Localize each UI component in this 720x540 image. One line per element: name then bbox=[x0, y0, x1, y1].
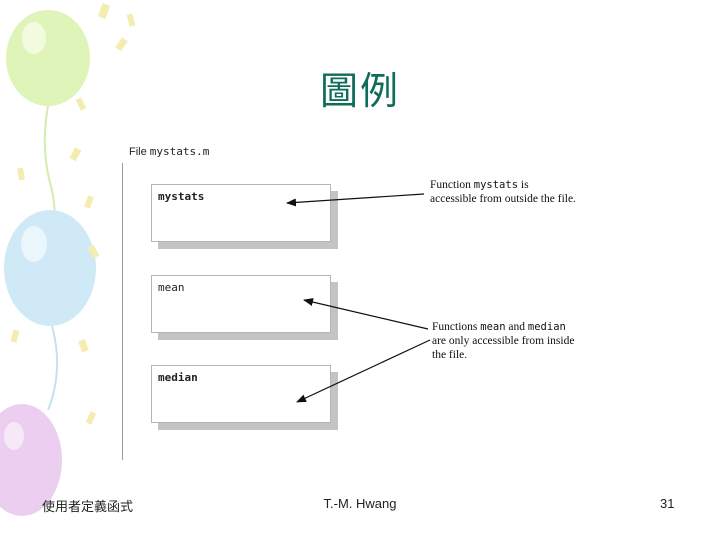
note-text: Function bbox=[430, 179, 474, 191]
footer-author: T.-M. Hwang bbox=[323, 496, 397, 511]
arrow-mean bbox=[303, 298, 429, 330]
file-boundary-line bbox=[122, 163, 123, 460]
file-name: mystats.m bbox=[149, 145, 210, 158]
note-code: median bbox=[527, 321, 566, 333]
file-label: File mystats.m bbox=[129, 145, 209, 158]
arrow-median bbox=[296, 339, 431, 403]
function-name: mystats bbox=[158, 190, 205, 203]
function-box-mystats: mystats bbox=[151, 184, 331, 242]
slide-title: 圖例 bbox=[319, 69, 400, 113]
note-public: Function mystats is accessible from outs… bbox=[430, 178, 576, 206]
function-box-mean: mean bbox=[151, 275, 331, 333]
purple-balloon-icon bbox=[0, 404, 62, 516]
function-box-median: median bbox=[151, 365, 331, 423]
blue-balloon-icon bbox=[4, 210, 96, 411]
note-text: Functions bbox=[432, 321, 481, 333]
arrow-public bbox=[286, 193, 425, 207]
footer-topic: 使用者定義函式 bbox=[42, 499, 134, 514]
note-text: the file. bbox=[432, 349, 468, 361]
function-name: median bbox=[158, 371, 198, 384]
note-code: mystats bbox=[473, 179, 519, 191]
function-name: mean bbox=[158, 281, 185, 294]
page-number: 31 bbox=[660, 496, 675, 511]
file-label-prefix: File bbox=[129, 146, 150, 158]
note-private: Functions mean and median are only acces… bbox=[432, 320, 574, 362]
note-text: accessible from outside the file. bbox=[430, 193, 576, 205]
note-text: are only accessible from inside bbox=[432, 335, 575, 347]
note-code: mean bbox=[480, 321, 506, 333]
note-text: is bbox=[518, 179, 529, 191]
note-text: and bbox=[505, 321, 528, 333]
